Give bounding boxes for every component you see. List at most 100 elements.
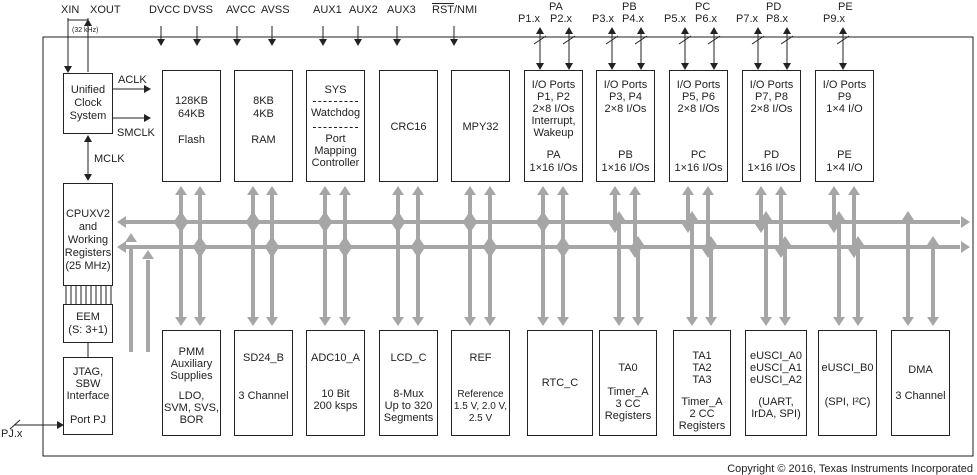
port-pd-line-1: I/O Ports [749, 79, 794, 91]
lower-bus-8-b-head-down [779, 317, 791, 326]
ta123-line-2: TA2 [692, 362, 712, 374]
upper-bus-4-a-head-up [464, 186, 476, 195]
lower-bus-1-a [251, 217, 255, 320]
pe-group-label: PE [838, 1, 853, 13]
lower-bus-6-a-head-up [613, 211, 625, 220]
upper-bus-3-b [416, 192, 420, 252]
lower-bus-4-a-head-down [464, 317, 476, 326]
port-pe-line-3: 1×4 I/O [826, 103, 863, 115]
unified-clock-system-block: Unified Clock System [63, 73, 113, 134]
smclk-label: SMCLK [117, 127, 155, 139]
pmm-line-2: Auxiliary [170, 358, 213, 370]
lower-bus-8-b [783, 242, 787, 320]
lower-bus-1-b-head-up [266, 236, 278, 245]
lower-bus-5-a-head-down [537, 317, 549, 326]
lower-bus-9-a-head-up [833, 211, 845, 220]
lower-bus-10-b [931, 242, 935, 320]
port-pe-line-8: 1×4 I/O [826, 162, 863, 174]
lower-bus-7-b-head-down [705, 317, 717, 326]
port-mapping-line-1: Port [325, 133, 346, 145]
port-pd-block: I/O Ports P7, P8 2×8 I/Os PD 1×16 I/Os [742, 70, 801, 182]
lower-bus-6-a [617, 217, 621, 320]
upper-bus-5-b [561, 192, 565, 252]
pj-slash [9, 419, 21, 430]
upper-bus-1-a-head-up [247, 186, 259, 195]
upper-bus-5-a-head-up [537, 186, 549, 195]
port-bus-slash-3 [634, 35, 648, 45]
lower-bus-2-a-head-up [319, 211, 331, 220]
ta0-line-1: TA0 [618, 362, 638, 374]
port-pb-line-3: 2×8 I/Os [604, 103, 647, 115]
port-pe-line-1: I/O Ports [822, 79, 867, 91]
upper-bus-6-b-head-up [629, 186, 641, 195]
upper-bus-1-a [251, 192, 255, 227]
port-pc-line-3: 2×8 I/Os [677, 103, 720, 115]
lower-bus-5-a-head-up [537, 211, 549, 220]
flash-line-4: Flash [178, 134, 205, 146]
upper-bus-2-a-head-up [319, 186, 331, 195]
cpu-bus-drop-2-head [142, 250, 154, 259]
jtag-sbw-block: JTAG, SBW Interface Port PJ [63, 357, 113, 435]
lower-bus-8-a [764, 217, 768, 320]
lower-bus-6-b-head-up [632, 236, 644, 245]
eusci-b-line-1: eUSCI_B0 [821, 362, 874, 374]
lcd-line-3: 8-Mux [393, 388, 424, 400]
p9-pin-label: P9.x [823, 13, 846, 25]
cpu-bus-head-lower [117, 241, 126, 253]
cpuxv2-block: CPUXV2 and Working Registers (25 MHz) [63, 183, 113, 286]
lower-bus-6-a-head-down [613, 317, 625, 326]
address-bus-upper-head [961, 216, 970, 228]
p8-pin-label: P8.x [766, 13, 789, 25]
eem-line-2: (S: 3+1) [68, 324, 108, 336]
lower-bus-5-b-head-down [557, 317, 569, 326]
lower-bus-7-a-head-down [686, 317, 698, 326]
lower-bus-0-b-head-down [194, 317, 206, 326]
port-pa-block: I/O Ports P1, P2 2×8 I/Os Interrupt, Wak… [524, 70, 583, 182]
ucs-line-3: System [69, 110, 107, 122]
port-pb-line-7: PB [618, 149, 633, 161]
ram-line-1: 8KB [253, 95, 274, 107]
ta0-line-4: 3 CC [615, 398, 641, 410]
aux2-pin-label: AUX2 [349, 4, 378, 16]
port-bus-slash-8 [836, 35, 850, 45]
port-bus-slash-6 [751, 35, 765, 45]
lower-bus-2-b [343, 242, 347, 320]
adc-line-3: 10 Bit [321, 388, 350, 400]
lower-bus-9-a-head-down [833, 317, 845, 326]
upper-bus-7-b-head-up [702, 186, 714, 195]
lower-bus-0-a-head-down [175, 317, 187, 326]
aclk-label: ACLK [118, 74, 147, 86]
jtag-line-5: Port PJ [69, 414, 107, 426]
adc10-a-block: ADC10_A 10 Bit 200 ksps [306, 330, 365, 436]
lower-bus-9-b-head-up [852, 236, 864, 245]
upper-bus-7-b [706, 192, 710, 252]
lower-bus-6-b-head-down [632, 317, 644, 326]
p5-pin-label: P5.x [664, 13, 687, 25]
cpu-bus-head-upper [117, 216, 126, 228]
port-pb-line-8: 1×16 I/Os [601, 162, 650, 174]
flash-line-2: 64KB [178, 108, 205, 120]
ram-line-4: RAM [251, 134, 276, 146]
lower-bus-3-b [416, 242, 420, 320]
lower-bus-10-a [906, 217, 910, 320]
data-bus-lower-head [961, 241, 970, 253]
rst-overline-text: RST [432, 4, 454, 16]
upper-bus-8-b [779, 192, 783, 252]
port-pd-line-7: PD [763, 149, 780, 161]
eem-block: EEM (S: 3+1) [63, 304, 113, 343]
cpu-line-1: CPUXV2 [65, 208, 111, 220]
lower-bus-7-b-head-up [705, 236, 717, 245]
upper-bus-5-a [541, 192, 545, 227]
upper-bus-1-b [270, 192, 274, 252]
dma-line-1: DMA [908, 364, 933, 376]
lower-bus-8-a-head-down [760, 317, 772, 326]
rtc-c-block: RTC_C [527, 330, 593, 436]
upper-bus-0-a-head-up [175, 186, 187, 195]
sys-divider-1 [313, 101, 358, 102]
eusci-a-block: eUSCI_A0 eUSCI_A1 eUSCI_A2 (UART, IrDA, … [745, 330, 807, 436]
lower-bus-1-b-head-down [266, 317, 278, 326]
pc-group-label: PC [695, 1, 711, 13]
aux1-pin-label: AUX1 [313, 4, 342, 16]
crc16-block: CRC16 [379, 70, 438, 182]
eusci-a-line-5: (UART, [758, 396, 794, 408]
